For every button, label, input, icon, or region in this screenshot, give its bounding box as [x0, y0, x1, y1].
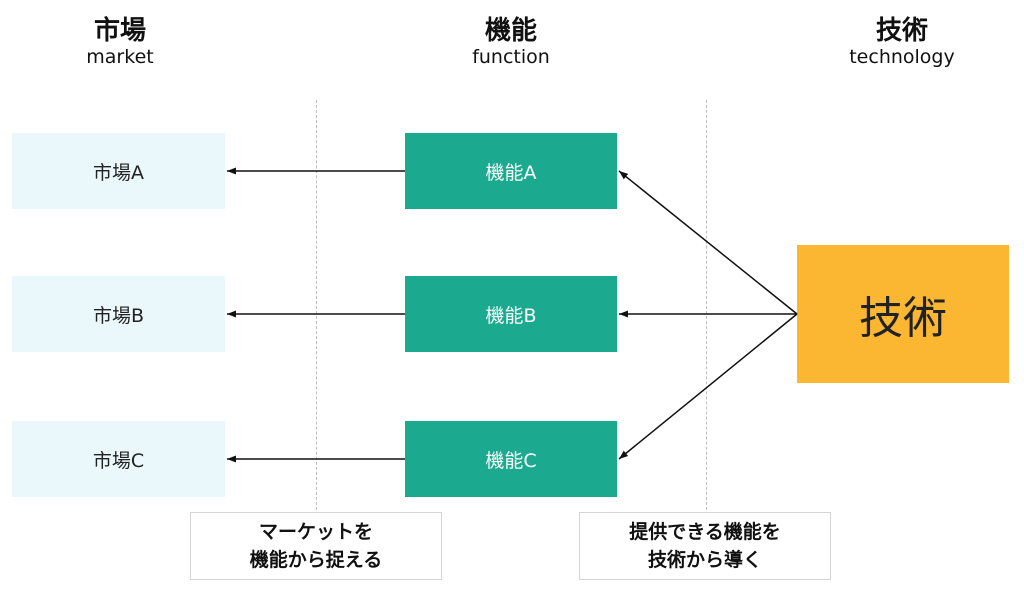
column-header-function: 機能 function: [391, 16, 631, 68]
column-subtitle-technology: technology: [849, 46, 955, 68]
column-title-market: 市場: [93, 16, 146, 46]
market-box-b: 市場B: [12, 276, 225, 352]
function-box-a: 機能A: [405, 133, 617, 209]
note-right-line2: 技術から導く: [647, 549, 762, 571]
column-divider: [706, 100, 707, 510]
market-box-a: 市場A: [12, 133, 225, 209]
column-header-market: 市場 market: [0, 16, 240, 68]
arrow-technology-to-function-c: [618, 313, 798, 460]
column-title-technology: 技術: [875, 16, 928, 46]
column-subtitle-function: function: [472, 46, 550, 68]
column-header-technology: 技術 technology: [782, 16, 1022, 68]
arrow-technology-to-function-a: [618, 170, 798, 315]
column-divider: [316, 100, 317, 510]
note-left: マーケットを 機能から捉える: [190, 512, 442, 580]
note-left-line1: マーケットを: [258, 521, 373, 543]
technology-box: 技術: [797, 245, 1009, 383]
market-box-c: 市場C: [12, 421, 225, 497]
note-right-line1: 提供できる機能を: [629, 521, 781, 543]
function-box-b: 機能B: [405, 276, 617, 352]
column-subtitle-market: market: [86, 46, 154, 68]
note-left-line2: 機能から捉える: [249, 549, 383, 571]
function-box-c: 機能C: [405, 421, 617, 497]
column-title-function: 機能: [484, 16, 537, 46]
note-right: 提供できる機能を 技術から導く: [579, 512, 831, 580]
